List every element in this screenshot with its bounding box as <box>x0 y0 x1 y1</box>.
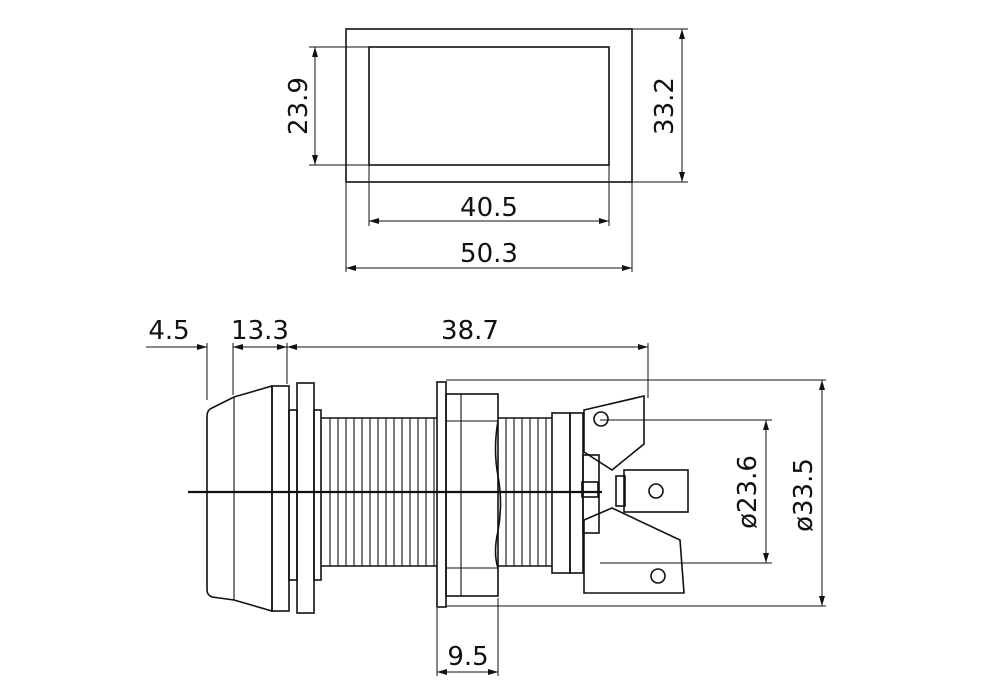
rear-thread <box>498 417 552 567</box>
threaded-body <box>321 417 437 567</box>
dim-label-outer-width: 50.3 <box>460 239 518 269</box>
dim-label-cap-thickness: 4.5 <box>148 316 189 346</box>
side-view: 4.5 13.3 38.7 9.5 ø23.6 <box>146 316 826 676</box>
dim-body-length: 38.7 <box>287 316 648 350</box>
dim-label-body-length: 38.7 <box>441 316 499 346</box>
dim-terminal-span: ø23.6 <box>733 420 769 563</box>
front-inner-window <box>368 46 610 166</box>
dim-label-inner-width: 40.5 <box>460 193 518 223</box>
bezel-ring <box>271 385 290 612</box>
lower-terminal <box>583 507 685 594</box>
dim-outer-width: 50.3 <box>346 239 632 271</box>
dim-inner-height: 23.9 <box>284 47 318 165</box>
dim-label-nut-width: 9.5 <box>447 642 488 672</box>
panel-plate <box>296 382 315 614</box>
upper-terminal <box>583 394 645 471</box>
push-cap <box>206 384 273 613</box>
panel-washer <box>288 409 298 581</box>
dim-label-inner-height: 23.9 <box>284 77 314 135</box>
terminals <box>583 394 689 594</box>
dim-flange-diameter: ø33.5 <box>789 380 825 606</box>
dim-outer-height: 33.2 <box>650 29 685 182</box>
dim-nut-width: 9.5 <box>437 642 498 675</box>
front-view: 40.5 50.3 23.9 33.2 <box>284 28 688 272</box>
dim-label-outer-height: 33.2 <box>650 77 680 135</box>
dim-label-terminal-span: ø23.6 <box>733 455 763 529</box>
front-outer-frame <box>345 28 633 183</box>
dim-label-flange-diameter: ø33.5 <box>789 458 819 532</box>
center-terminal <box>623 469 689 513</box>
dim-bezel-depth: 13.3 <box>231 316 289 350</box>
mounting-nut <box>436 381 502 608</box>
dim-cap-thickness: 4.5 <box>146 316 207 350</box>
switch-housing <box>551 412 600 574</box>
dim-inner-width: 40.5 <box>369 193 609 224</box>
dim-label-bezel-depth: 13.3 <box>231 316 289 346</box>
